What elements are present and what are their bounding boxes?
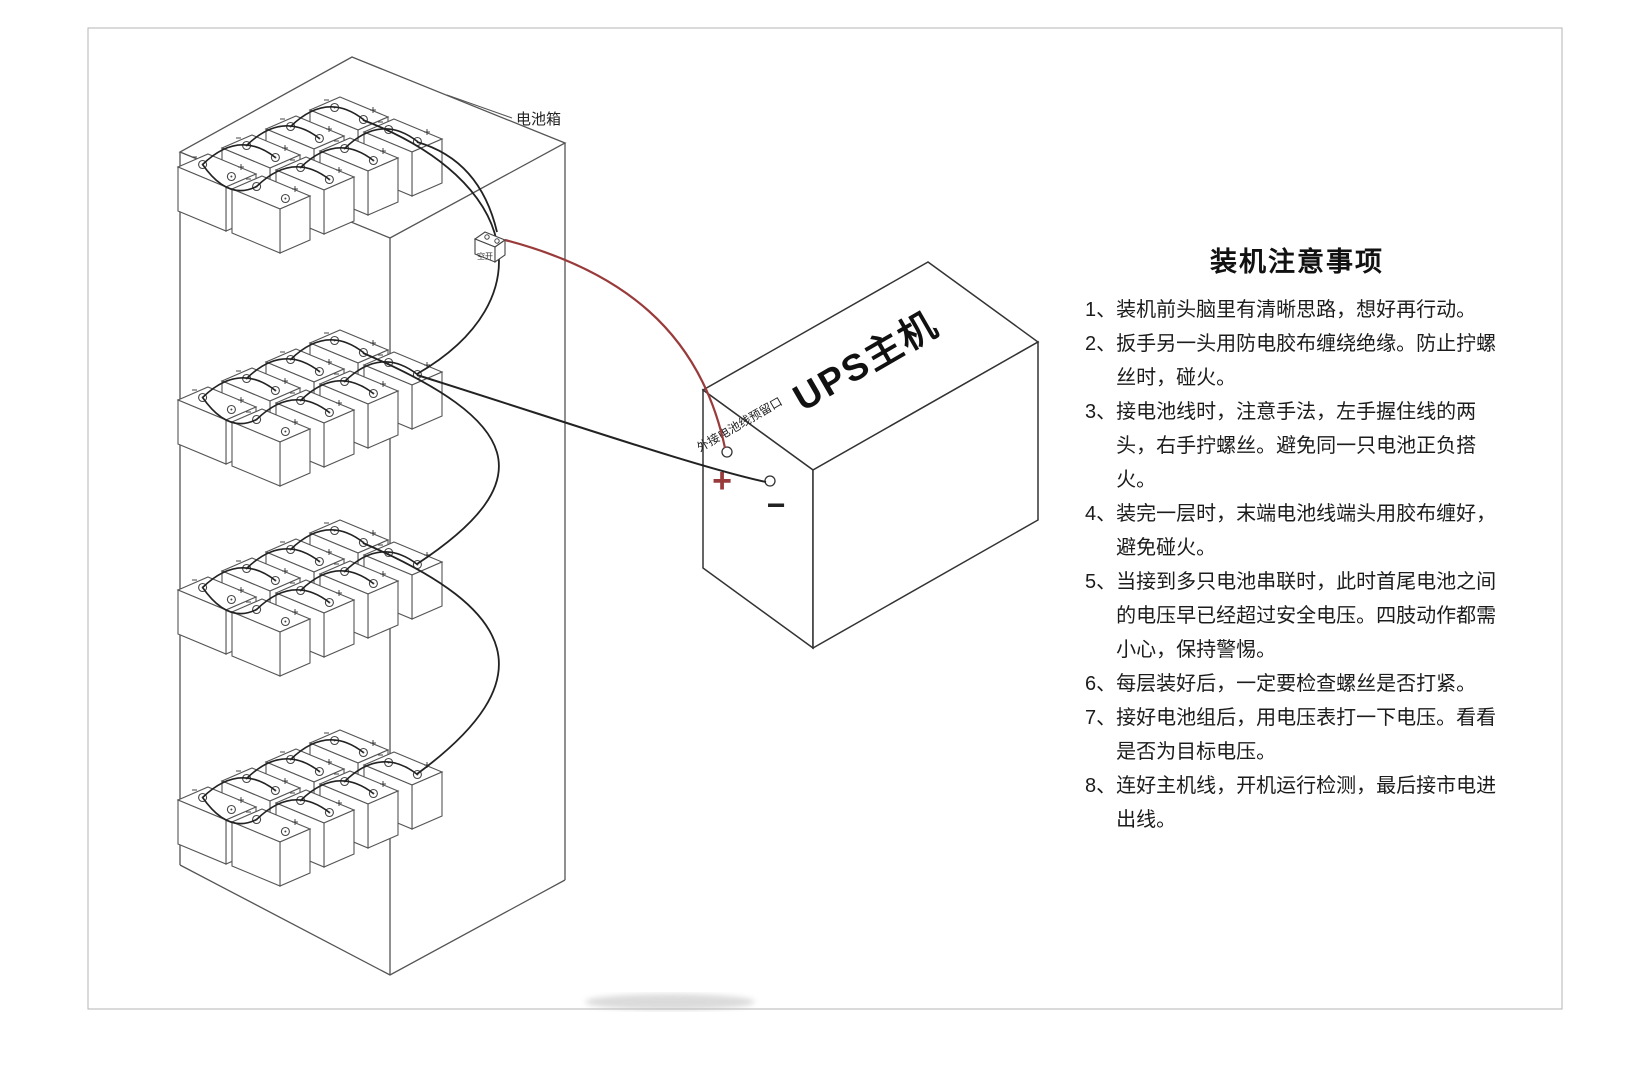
battery-shelf-3 bbox=[177, 519, 443, 677]
note-number: 4、 bbox=[1085, 503, 1117, 525]
watermark-smudge bbox=[585, 994, 755, 1010]
note-item: 2、 扳手另一头用防电胶布缠绕绝缘。防止拧螺丝时，碰火。 bbox=[1085, 327, 1509, 395]
battery-shelf-4 bbox=[177, 729, 443, 887]
note-text: 装完一层时，末端电池线端头用胶布缠好，避免碰火。 bbox=[1116, 503, 1497, 559]
row-link-wire bbox=[201, 164, 257, 192]
note-text: 接电池线时，注意手法，左手握住线的两头，右手拧螺丝。避免同一只电池正负搭火。 bbox=[1116, 401, 1477, 491]
breaker: 空开 bbox=[473, 231, 507, 264]
note-item: 6、 每层装好后，一定要检查螺丝是否打紧。 bbox=[1085, 667, 1509, 701]
ups-unit: UPS主机 外接电池线预留口 + − bbox=[694, 261, 1040, 650]
note-item: 8、 连好主机线，开机运行检测，最后接市电进出线。 bbox=[1085, 769, 1509, 837]
positive-cable bbox=[504, 238, 727, 449]
level1-breaker-wire bbox=[416, 141, 498, 233]
positive-terminal-label: + bbox=[712, 462, 732, 500]
note-text: 连好主机线，开机运行检测，最后接市电进出线。 bbox=[1116, 775, 1497, 831]
note-text: 每层装好后，一定要检查螺丝是否打紧。 bbox=[1116, 673, 1477, 695]
row-link-wire bbox=[201, 587, 257, 615]
note-number: 7、 bbox=[1085, 707, 1117, 729]
inter-level-wires bbox=[362, 119, 500, 775]
battery-shelf-1 bbox=[177, 96, 443, 254]
row-link-wire bbox=[201, 797, 257, 825]
breaker-label: 空开 bbox=[477, 251, 493, 261]
negative-terminal-label: − bbox=[767, 487, 786, 523]
note-item: 3、 接电池线时，注意手法，左手握住线的两头，右手拧螺丝。避免同一只电池正负搭火… bbox=[1085, 395, 1509, 497]
installation-notes-panel: 装机注意事项 1、 装机前头脑里有清晰思路，想好再行动。 2、 扳手另一头用防电… bbox=[1085, 240, 1509, 837]
note-item: 1、 装机前头脑里有清晰思路，想好再行动。 bbox=[1085, 293, 1509, 327]
note-number: 6、 bbox=[1085, 673, 1117, 695]
note-item: 5、 当接到多只电池串联时，此时首尾电池之间的电压早已经超过安全电压。四肢动作都… bbox=[1085, 565, 1509, 667]
note-number: 5、 bbox=[1085, 571, 1117, 593]
negative-cable bbox=[416, 374, 767, 483]
positive-terminal bbox=[721, 446, 733, 458]
level2-level3-wire bbox=[362, 352, 500, 565]
negative-terminal bbox=[764, 475, 776, 487]
note-text: 装机前头脑里有清晰思路，想好再行动。 bbox=[1116, 299, 1477, 321]
note-number: 1、 bbox=[1085, 299, 1117, 321]
note-number: 2、 bbox=[1085, 333, 1117, 355]
note-number: 3、 bbox=[1085, 401, 1117, 423]
note-text: 接好电池组后，用电压表打一下电压。看看是否为目标电压。 bbox=[1116, 707, 1497, 763]
note-item: 4、 装完一层时，末端电池线端头用胶布缠好，避免碰火。 bbox=[1085, 497, 1509, 565]
note-text: 当接到多只电池串联时，此时首尾电池之间的电压早已经超过安全电压。四肢动作都需小心… bbox=[1116, 571, 1497, 661]
level3-level4-wire bbox=[362, 542, 500, 775]
note-number: 8、 bbox=[1085, 775, 1117, 797]
page-border bbox=[87, 27, 1563, 1010]
row-link-wire bbox=[201, 397, 257, 425]
note-item: 7、 接好电池组后，用电压表打一下电压。看看是否为目标电压。 bbox=[1085, 701, 1509, 769]
battery-shelf-2 bbox=[177, 329, 443, 487]
cabinet-label: 电池箱 bbox=[516, 111, 561, 128]
note-text: 扳手另一头用防电胶布缠绕绝缘。防止拧螺丝时，碰火。 bbox=[1116, 333, 1497, 389]
notes-title: 装机注意事项 bbox=[1210, 247, 1384, 277]
cabinet-label-leader bbox=[446, 94, 513, 119]
